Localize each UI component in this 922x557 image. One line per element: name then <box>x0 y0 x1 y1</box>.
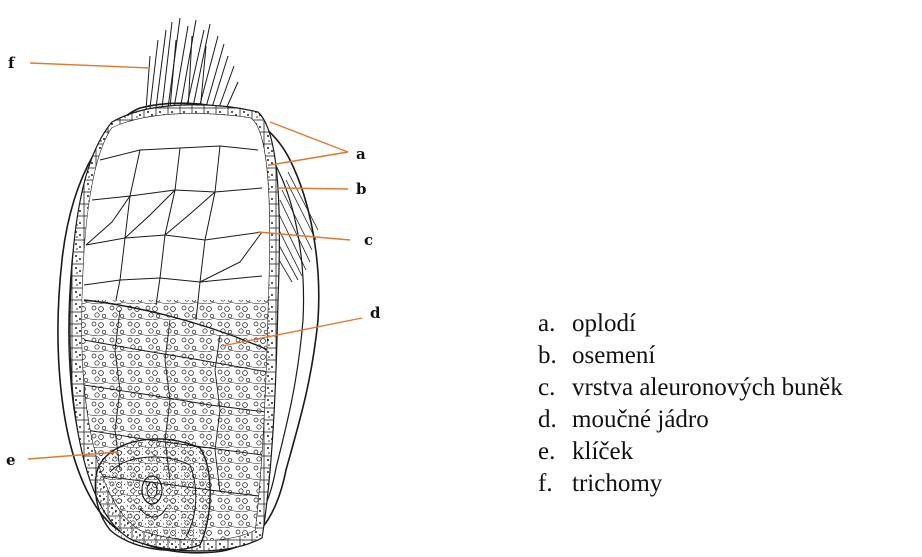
legend-key: d. <box>538 404 572 436</box>
legend-text: trichomy <box>572 468 662 500</box>
callout-label-e: e <box>6 451 16 469</box>
leader-line-a-1 <box>270 122 348 152</box>
callout-label-c: c <box>364 231 373 249</box>
legend-item-b: b.osemení <box>538 340 843 372</box>
legend-text: klíček <box>572 436 633 468</box>
legend-text: moučné jádro <box>572 404 709 436</box>
legend-key: b. <box>538 340 572 372</box>
legend-key: e. <box>538 436 572 468</box>
legend-list: a.oplodí b.osemení c.vrstva aleuronových… <box>538 308 843 500</box>
callout-label-f: f <box>8 54 16 72</box>
legend-item-e: e.klíček <box>538 436 843 468</box>
legend-text: osemení <box>572 340 655 372</box>
leader-line-b <box>278 188 348 189</box>
legend-item-f: f.trichomy <box>538 468 843 500</box>
leader-line-a-2 <box>270 152 348 165</box>
legend-item-a: a.oplodí <box>538 308 843 340</box>
grain-illustration <box>58 18 319 553</box>
leader-line-f <box>30 63 150 68</box>
embryo <box>95 439 210 550</box>
legend-text: vrstva aleuronových buněk <box>572 372 843 404</box>
legend-key: a. <box>538 308 572 340</box>
legend-item-c: c.vrstva aleuronových buněk <box>538 372 843 404</box>
legend-text: oplodí <box>572 308 636 340</box>
legend-key: c. <box>538 372 572 404</box>
legend-item-d: d.moučné jádro <box>538 404 843 436</box>
callout-label-a: a <box>356 145 366 163</box>
callout-label-b: b <box>356 180 367 198</box>
legend-key: f. <box>538 468 572 500</box>
callout-label-d: d <box>370 304 381 322</box>
